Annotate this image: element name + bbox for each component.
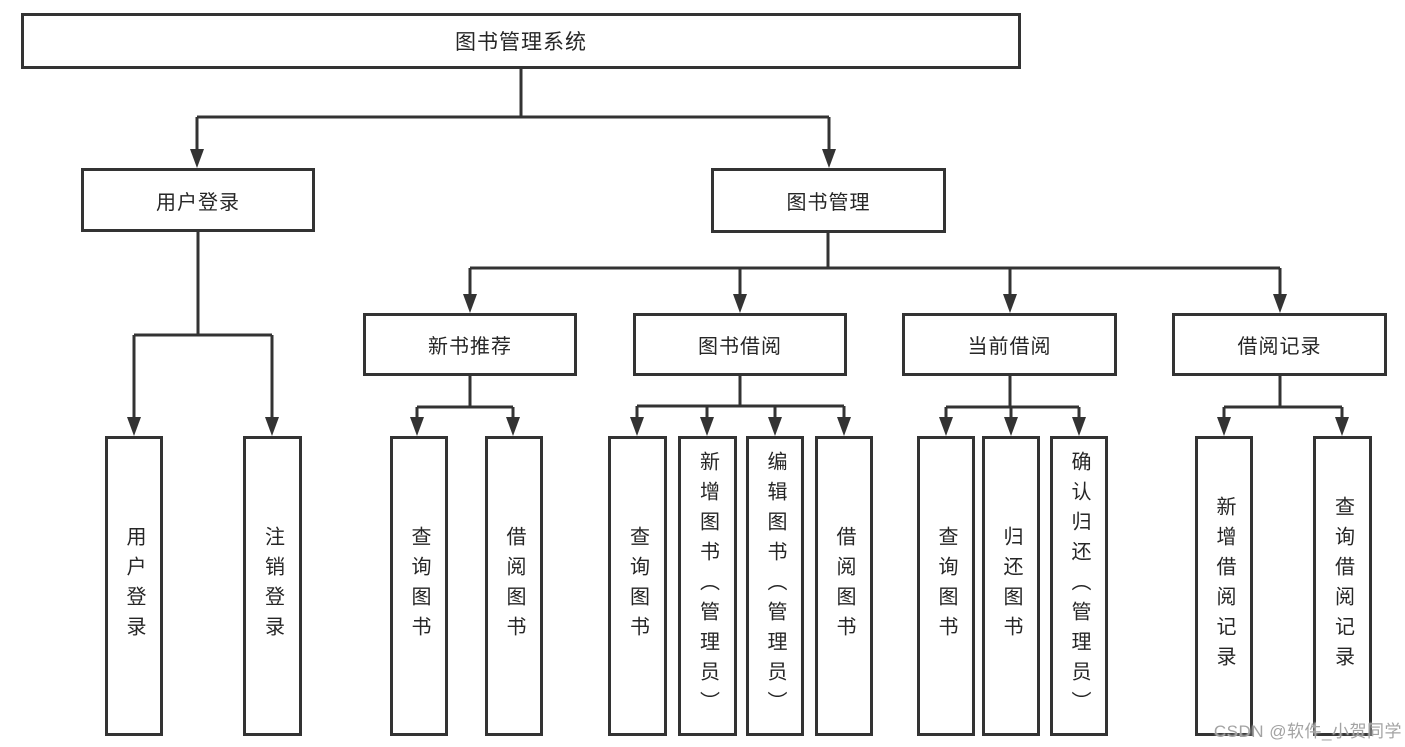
node-borrow-records: 借阅记录 <box>1172 313 1387 376</box>
node-new-book-recommend: 新书推荐 <box>363 313 577 376</box>
arrowhead-down-icon <box>1335 417 1349 436</box>
leaf-borrow-borrow-book: 借阅图书 <box>815 436 873 736</box>
arrowhead-down-icon <box>630 417 644 436</box>
leaf-records-add-record-label: 新增借阅记录 <box>1213 496 1235 676</box>
leaf-borrow-edit-book-admin: 编辑图书（管理员） <box>746 436 804 736</box>
arrowhead-down-icon <box>1217 417 1231 436</box>
node-user-login-branch-label: 用户登录 <box>156 191 240 214</box>
leaf-records-query-record-label: 查询借阅记录 <box>1331 496 1354 676</box>
node-book-management: 图书管理 <box>711 168 946 233</box>
leaf-current-query-book: 查询图书 <box>917 436 975 736</box>
arrowhead-down-icon <box>1072 417 1086 436</box>
node-user-login-branch: 用户登录 <box>81 168 315 232</box>
leaf-newbook-borrow-book: 借阅图书 <box>485 436 543 736</box>
leaf-current-return-book-label: 归还图书 <box>1000 526 1022 646</box>
leaf-newbook-query-book-label: 查询图书 <box>408 526 430 646</box>
arrowhead-down-icon <box>822 149 836 168</box>
leaf-current-query-book-label: 查询图书 <box>935 526 957 646</box>
arrowhead-down-icon <box>265 417 279 436</box>
leaf-borrow-borrow-book-label: 借阅图书 <box>833 526 855 646</box>
arrowhead-down-icon <box>463 294 477 313</box>
arrowhead-down-icon <box>700 417 714 436</box>
arrowhead-down-icon <box>1004 417 1018 436</box>
node-book-management-label: 图书管理 <box>786 192 871 214</box>
leaf-logout: 注销登录 <box>243 436 302 736</box>
node-current-borrow: 当前借阅 <box>902 313 1117 376</box>
leaf-current-return-book: 归还图书 <box>982 436 1040 736</box>
leaf-borrow-query-book-label: 查询图书 <box>626 526 649 646</box>
leaf-borrow-add-book-admin-label: 新增图书（管理员） <box>696 451 719 721</box>
node-borrow-records-label: 借阅记录 <box>1237 336 1322 358</box>
leaf-user-login-label: 用户登录 <box>123 526 145 646</box>
arrowhead-down-icon <box>733 294 747 313</box>
arrowhead-down-icon <box>127 417 141 436</box>
arrowhead-down-icon <box>768 417 782 436</box>
leaf-borrow-edit-book-admin-label: 编辑图书（管理员） <box>764 451 786 721</box>
leaf-newbook-query-book: 查询图书 <box>390 436 448 736</box>
leaf-borrow-add-book-admin: 新增图书（管理员） <box>678 436 737 736</box>
arrowhead-down-icon <box>837 417 851 436</box>
node-new-book-recommend-label: 新书推荐 <box>428 336 512 358</box>
node-current-borrow-label: 当前借阅 <box>967 336 1052 358</box>
leaf-user-login: 用户登录 <box>105 436 163 736</box>
arrowhead-down-icon <box>506 417 520 436</box>
node-book-borrow: 图书借阅 <box>633 313 847 376</box>
leaf-current-confirm-return-admin-label: 确认归还（管理员） <box>1068 451 1090 721</box>
node-root-label: 图书管理系统 <box>455 31 587 54</box>
leaf-records-query-record: 查询借阅记录 <box>1313 436 1372 736</box>
arrowhead-down-icon <box>1003 294 1017 313</box>
arrowhead-down-icon <box>1273 294 1287 313</box>
arrowhead-down-icon <box>190 149 204 168</box>
leaf-borrow-query-book: 查询图书 <box>608 436 667 736</box>
leaf-records-add-record: 新增借阅记录 <box>1195 436 1253 736</box>
csdn-watermark: CSDN @软件_小贺同学 <box>1213 722 1402 741</box>
arrowhead-down-icon <box>939 417 953 436</box>
arrowhead-down-icon <box>410 417 424 436</box>
leaf-logout-label: 注销登录 <box>261 526 284 646</box>
leaf-newbook-borrow-book-label: 借阅图书 <box>503 526 525 646</box>
node-book-borrow-label: 图书借阅 <box>698 336 782 358</box>
node-root: 图书管理系统 <box>21 13 1021 69</box>
leaf-current-confirm-return-admin: 确认归还（管理员） <box>1050 436 1108 736</box>
